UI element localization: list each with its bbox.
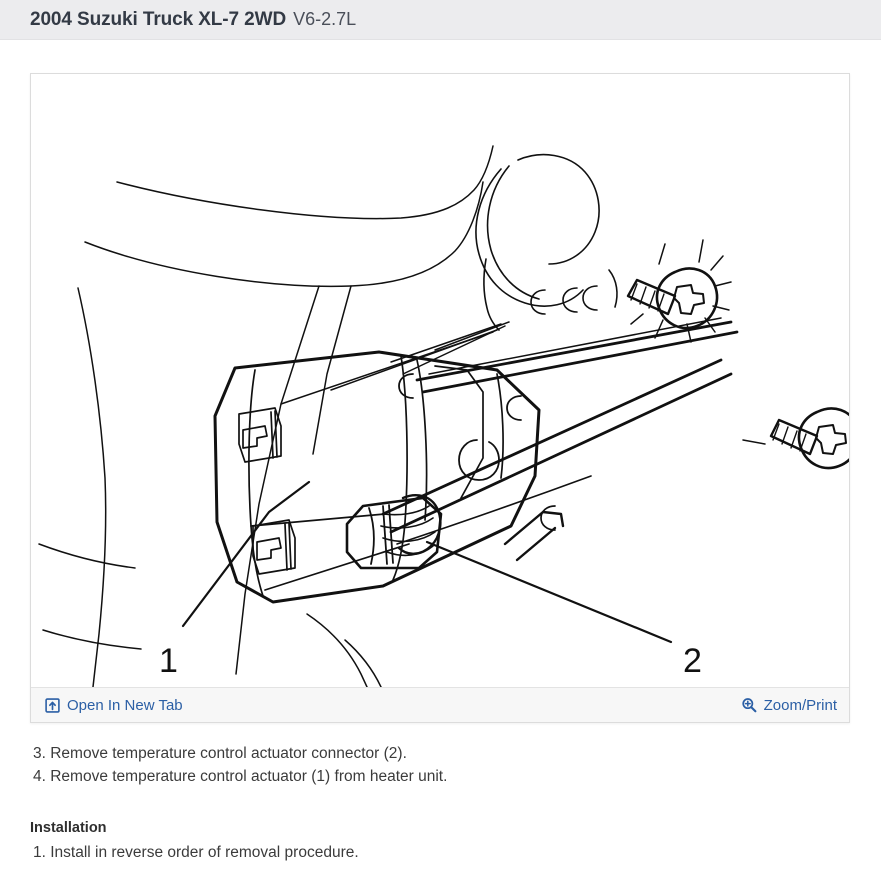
open-in-new-tab-link[interactable]: Open In New Tab (45, 697, 183, 714)
zoom-print-link[interactable]: Zoom/Print (741, 697, 837, 714)
removal-step: 3. Remove temperature control actuator c… (33, 745, 407, 762)
magnifier-plus-icon (741, 697, 757, 713)
figure-toolbar: Open In New Tab Zoom/Print (31, 687, 849, 722)
installation-section: Installation 1. Install in reverse order… (30, 818, 850, 864)
open-in-new-tab-label: Open In New Tab (67, 696, 183, 714)
figure-image[interactable]: 1 2 (31, 74, 849, 687)
callout-number-2: 2 (683, 642, 702, 680)
figure-panel: 1 2 Open In New Tab (30, 73, 850, 723)
zoom-print-label: Zoom/Print (763, 696, 837, 714)
vehicle-header: 2004 Suzuki Truck XL-7 2WD V6-2.7L (0, 0, 881, 40)
open-in-new-tab-icon (45, 697, 60, 713)
actuator-diagram-illustration: 1 2 (31, 74, 849, 687)
installation-heading: Installation (30, 820, 107, 836)
removal-step: 4. Remove temperature control actuator (… (33, 768, 448, 785)
engine-subtitle: V6-2.7L (293, 9, 357, 29)
callout-number-1: 1 (159, 642, 178, 680)
page-title: 2004 Suzuki Truck XL-7 2WD (30, 8, 287, 30)
procedure-text: 3. Remove temperature control actuator c… (30, 742, 850, 864)
installation-step: 1. Install in reverse order of removal p… (33, 844, 359, 861)
